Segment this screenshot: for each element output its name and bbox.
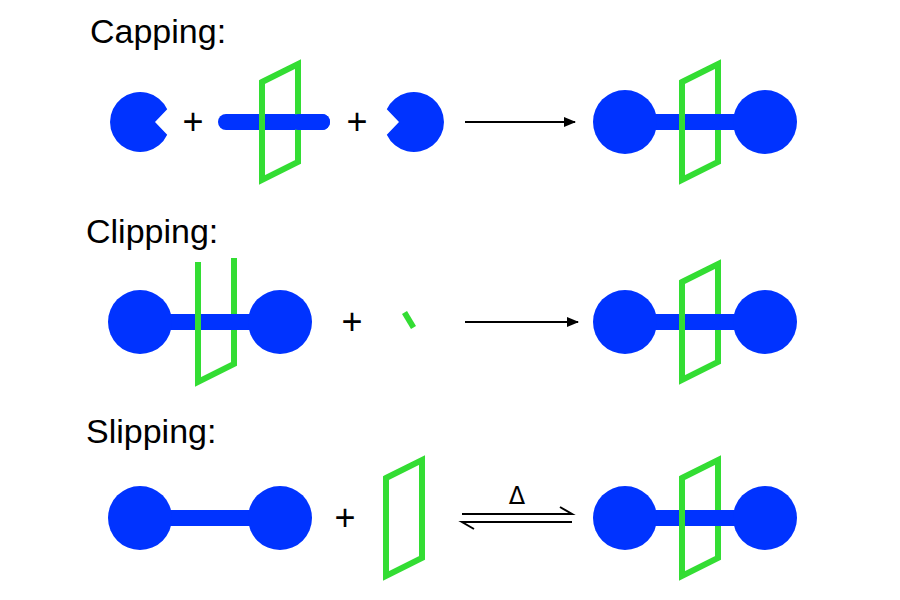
section-heading: Slipping: <box>86 414 216 448</box>
plus-sign: + <box>341 304 362 340</box>
heat-symbol: Δ <box>509 484 525 508</box>
plus-sign: + <box>182 104 203 140</box>
plus-sign: + <box>334 500 355 536</box>
plus-sign: + <box>346 104 367 140</box>
section-heading: Capping: <box>90 14 226 48</box>
section-heading: Clipping: <box>86 214 218 248</box>
